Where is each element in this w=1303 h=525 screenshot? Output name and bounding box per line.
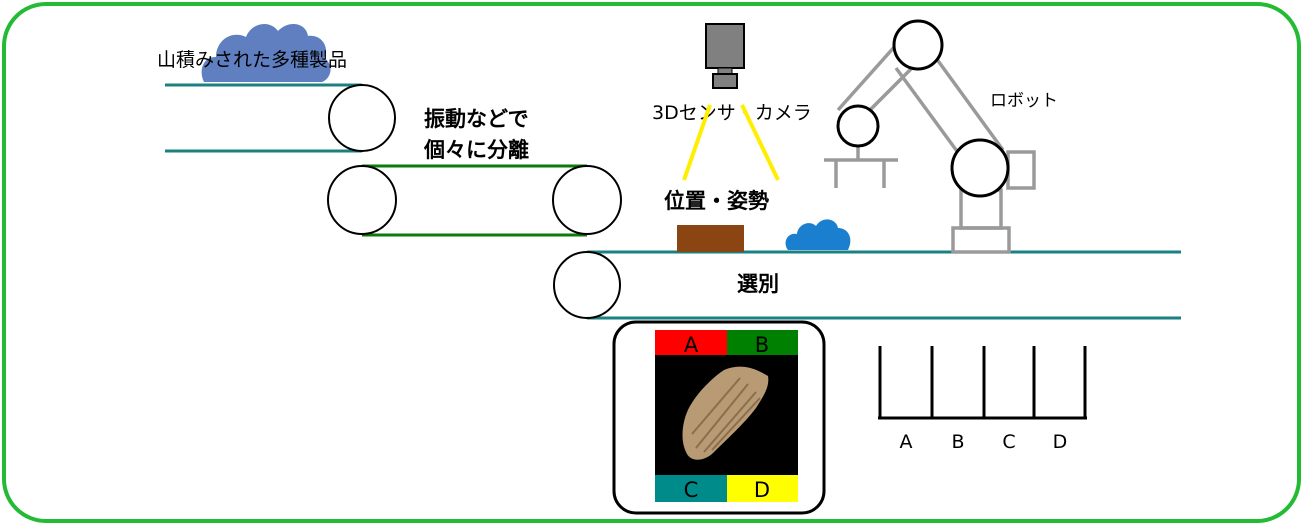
vibration-label-line1: 振動などで [424, 107, 529, 131]
pose-label: 位置・姿勢 [664, 189, 769, 213]
pile-label: 山積みされた多種製品 [157, 49, 347, 71]
class-b-label: B [755, 333, 769, 357]
class-c-label: C [684, 478, 699, 502]
infeed-roller [328, 84, 396, 152]
bin-a-label: A [900, 431, 913, 453]
sensor-label: 3Dセンサ・カメラ [652, 102, 812, 124]
sensor-beam-right [740, 104, 780, 181]
separation-conveyor [327, 164, 622, 237]
robot-wrist-joint [836, 104, 880, 148]
mixed-products-pile-icon [201, 23, 331, 83]
3d-sensor-camera-icon [705, 23, 745, 89]
camera-body [705, 23, 745, 69]
sorting-bins [878, 346, 1087, 420]
wood-chip-grain [691, 377, 761, 453]
sorting-roller [553, 251, 621, 319]
robot-shoulder-joint [950, 138, 1010, 198]
class-c-bar [655, 475, 727, 502]
class-d-bar [727, 475, 798, 502]
infeed-conveyor [165, 83, 396, 153]
robot-arm-icon [824, 43, 1036, 254]
sorting-label: 選別 [737, 272, 779, 296]
sorting-conveyor [553, 250, 1181, 320]
sensor-beam-left [682, 104, 712, 181]
class-a-bar [655, 330, 727, 355]
vibration-label-line2: 個々に分離 [423, 138, 529, 162]
camera-lens [712, 73, 738, 89]
separation-roller-left [327, 165, 397, 235]
classification-panel: A B C D [612, 320, 826, 515]
bin-c-label: C [1002, 431, 1015, 453]
bin-b-label: B [951, 431, 964, 453]
class-b-bar [727, 330, 798, 355]
part-on-conveyor [677, 225, 744, 252]
robot-elbow-joint [892, 19, 944, 71]
robot-label: ロボット [990, 91, 1058, 111]
product-cloud-icon [785, 219, 851, 250]
class-d-label: D [754, 478, 770, 502]
separation-roller-right [552, 165, 622, 235]
class-a-label: A [684, 333, 699, 357]
bin-d-label: D [1053, 431, 1068, 453]
